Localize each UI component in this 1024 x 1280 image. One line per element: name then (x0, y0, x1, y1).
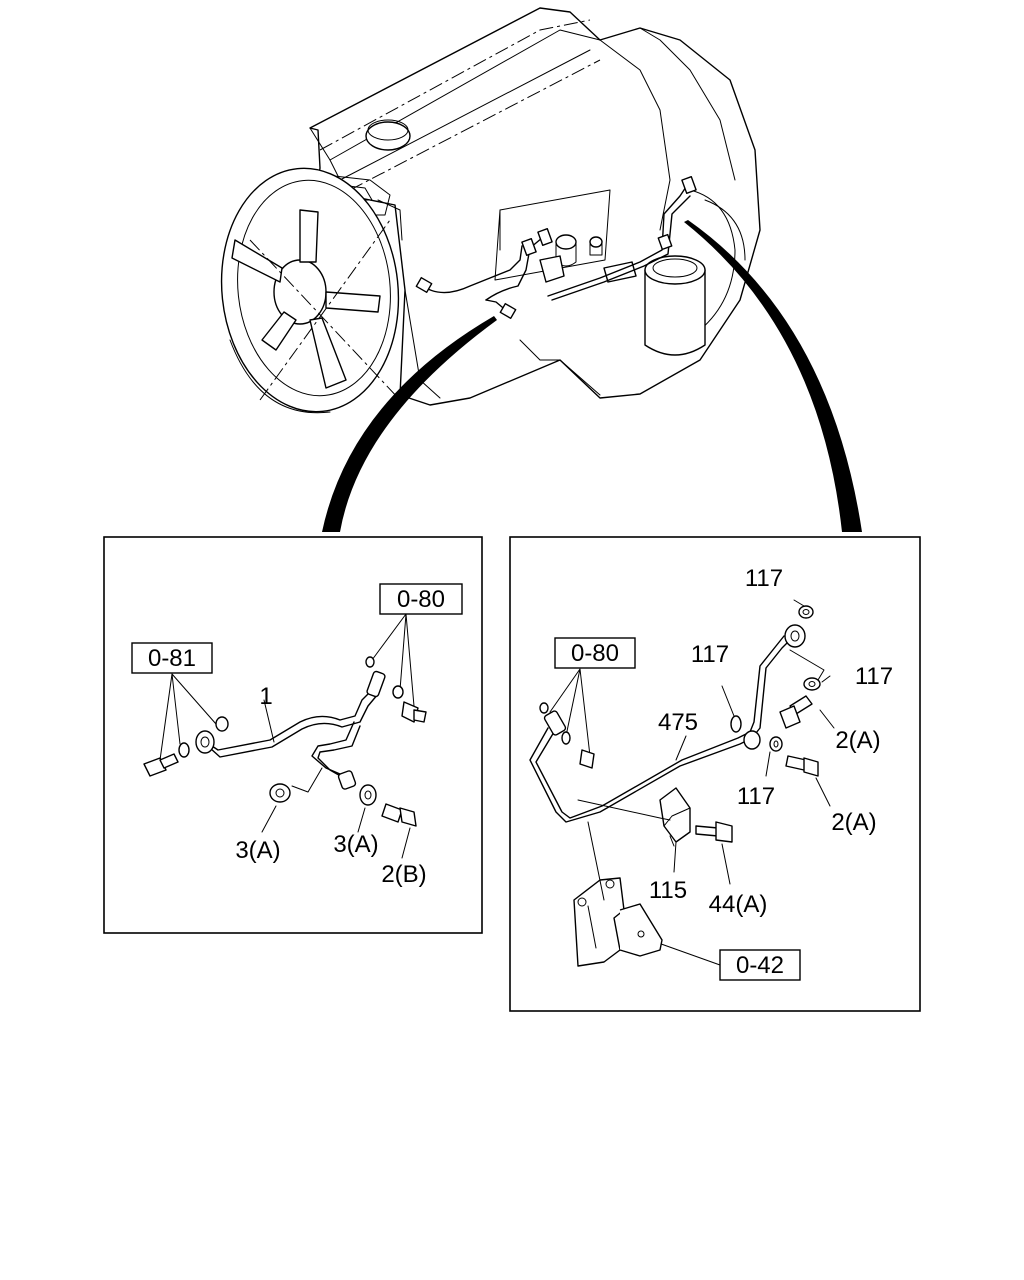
washer-117-low (769, 736, 783, 752)
washer-r-small-b (561, 731, 571, 745)
washer-117-top (798, 605, 814, 619)
callout-bolt-44a: 44(A) (709, 891, 768, 918)
bolt-left-lower (143, 753, 179, 777)
bolt-2a-lower (785, 755, 819, 777)
ref-label-0-80-left: 0-80 (397, 586, 445, 613)
bolt-2b (381, 803, 417, 827)
ref-box-0-42 (719, 949, 801, 981)
washer-left-top (215, 716, 229, 732)
clip-part-115 (659, 787, 691, 847)
callout-pipe-1: 1 (259, 683, 272, 710)
washer-117-right (803, 677, 821, 691)
callout-bolt-2b: 2(B) (381, 861, 426, 888)
callout-washer-117-top: 117 (745, 565, 783, 592)
ref-box-0-81 (131, 642, 213, 674)
washer-right-top-a (365, 656, 375, 668)
ref-label-0-80-right: 0-80 (571, 640, 619, 667)
bolt-44a (695, 821, 733, 843)
zoom-leaders (322, 220, 862, 532)
washer-r-small-a (539, 702, 549, 714)
callout-washer-117-mid: 117 (691, 641, 729, 668)
ref-box-0-80 (379, 583, 463, 615)
callout-bolt-2a-upper: 2(A) (835, 727, 880, 754)
callout-washer-3a-right: 3(A) (333, 831, 378, 858)
callout-washer-3a-left: 3(A) (235, 837, 280, 864)
mounting-bracket (573, 877, 663, 967)
callout-washer-117-right: 117 (855, 663, 893, 690)
callout-pipe-475: 475 (658, 709, 698, 736)
ref-label-0-81: 0-81 (148, 645, 196, 672)
ref-label-0-42: 0-42 (736, 952, 784, 979)
washer-117-mid (730, 715, 742, 733)
callout-bolt-2a-lower: 2(A) (831, 809, 876, 836)
pipe-part-1 (195, 670, 386, 790)
washer-3a-left (269, 783, 291, 803)
pipe-part-475 (529, 624, 806, 823)
callout-clip-115: 115 (649, 877, 687, 904)
washer-3a-right (359, 784, 377, 806)
washer-right-top-b (392, 685, 404, 699)
washer-left-small (178, 742, 190, 758)
bolt-r-small (579, 749, 595, 769)
right-detail-panel: 0-80 0-42 (509, 536, 921, 1012)
bolt-2a-upper (779, 695, 813, 729)
left-detail-panel: 0-81 0-80 (103, 536, 483, 934)
ref-box-0-80-right (554, 637, 636, 669)
engine-illustration (220, 7, 761, 414)
callout-washer-117-low: 117 (737, 783, 775, 810)
